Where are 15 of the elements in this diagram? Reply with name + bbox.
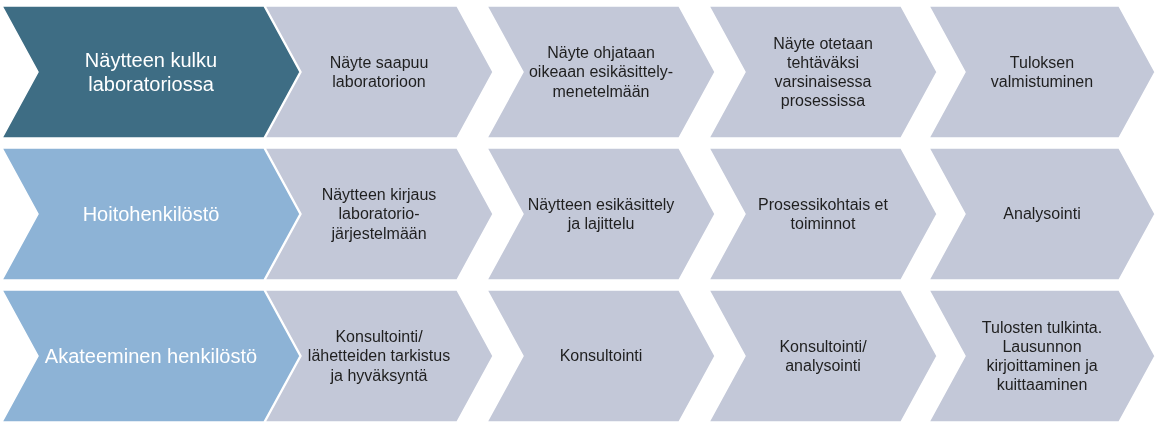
row-heading: Näytteen kulku laboratoriossa [83,48,219,96]
row-heading: Hoitohenkilöstö [82,202,220,226]
step-text: Tulosten tulkinta. Lausunnon kirjoittaminen ja kuittaaminen [980,317,1104,395]
step-text: Konsultointi/ lähetteiden tarkistus ja hyväksyntä [306,327,452,385]
step-text: Prosessikohtais et toiminnot [757,194,889,234]
step-text: Näyte saapuu laboratorioon [328,52,430,92]
step-text: Näytteen kirjaus laboratorio-järjestelmään [320,185,438,243]
step-text: Konsultointi/ analysointi [778,336,868,376]
step-text: Analysointi [1003,204,1081,224]
row-heading: Akateeminen henkilöstö [44,344,258,368]
step-text: Tuloksen valmistuminen [989,52,1095,92]
step-text: Näyte otetaan tehtäväksi varsinaisessa prosessissa [772,33,874,111]
step-text: Näytteen esikäsittely ja lajittelu [527,194,675,234]
step-text: Konsultointi [559,346,643,366]
step-text: Näyte ohjataan oikeaan esikäsittely-menetelmään [527,43,675,101]
